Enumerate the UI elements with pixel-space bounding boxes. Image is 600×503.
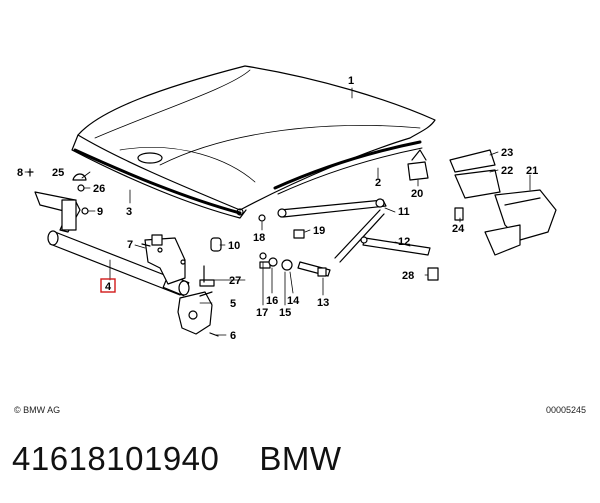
copyright-notice: © BMW AG — [14, 405, 61, 415]
hood-latch — [177, 291, 219, 337]
callout-21: 21 — [526, 165, 538, 177]
callout-25: 25 — [52, 167, 64, 179]
part-number: 41618101940 — [12, 440, 220, 477]
support-rod — [277, 198, 387, 263]
callout-6: 6 — [230, 330, 236, 342]
callout-26: 26 — [93, 183, 105, 195]
callout-27: 27 — [229, 275, 241, 287]
callout-4: 4 — [105, 281, 112, 293]
callout-15: 15 — [279, 307, 291, 319]
fasteners-center — [258, 214, 331, 277]
callout-4-highlight — [100, 278, 116, 293]
drawing-number: 00005245 — [545, 405, 586, 415]
callout-7: 7 — [127, 239, 133, 251]
callout-24: 24 — [452, 223, 465, 235]
callout-16: 16 — [266, 295, 278, 307]
callout-19: 19 — [313, 225, 325, 237]
part-caption: 41618101940 BMW — [12, 440, 382, 478]
leader-lines — [24, 87, 531, 336]
hinge-bracket — [141, 234, 186, 285]
callout-8: 8 — [17, 167, 23, 179]
small-parts-left — [199, 237, 222, 287]
callout-1: 1 — [348, 75, 354, 87]
callout-2: 2 — [375, 177, 381, 189]
front-seal-strip — [73, 148, 244, 216]
callout-18: 18 — [253, 232, 265, 244]
callout-13: 13 — [317, 297, 329, 309]
callout-11: 11 — [398, 206, 410, 218]
clip — [427, 267, 439, 281]
callout-28: 28 — [402, 270, 414, 282]
callout-9: 9 — [97, 206, 103, 218]
seal-strip — [273, 140, 423, 195]
hood-panel — [71, 65, 436, 219]
callout-20: 20 — [411, 188, 423, 200]
callout-5: 5 — [230, 298, 236, 310]
callout-10: 10 — [228, 240, 240, 252]
callout-12: 12 — [398, 236, 410, 248]
callout-3: 3 — [126, 206, 132, 218]
left-bracket — [27, 168, 89, 233]
callout-17: 17 — [256, 307, 268, 319]
stop-buffer — [407, 149, 429, 181]
callout-23: 23 — [501, 147, 513, 159]
callout-14: 14 — [287, 295, 300, 307]
callout-22: 22 — [501, 165, 513, 177]
gas-spring — [360, 236, 431, 256]
brand-name: BMW — [259, 440, 342, 477]
right-hinge — [449, 149, 557, 256]
